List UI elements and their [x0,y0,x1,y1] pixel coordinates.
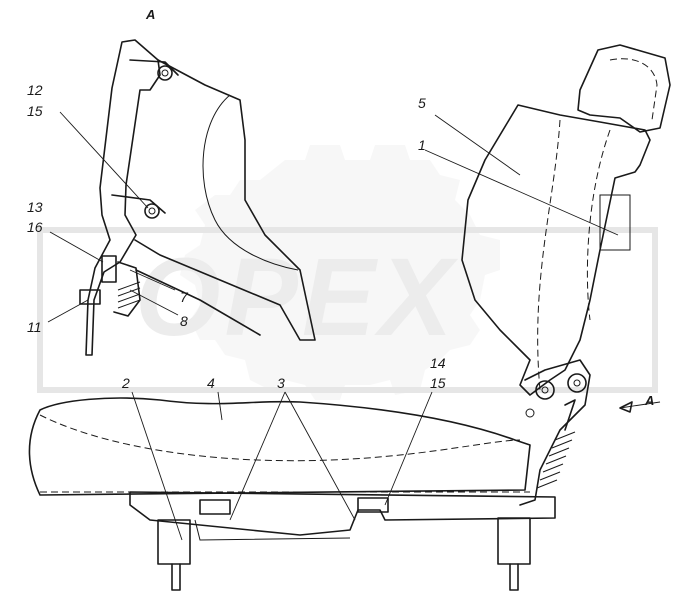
callout-4: 4 [207,375,215,391]
callout-7: 7 [180,289,189,305]
callout-3: 3 [277,375,285,391]
callout-14: 14 [430,355,446,371]
callout-1: 1 [418,137,426,153]
detail-view-a [79,39,316,356]
watermark-logo: OPEX [37,145,658,400]
callout-13: 13 [27,199,43,215]
watermark-text: OPEX [135,236,458,359]
callout-16: 16 [27,219,43,235]
callout-15-right: 15 [430,375,446,391]
callout-15-left: 15 [27,103,43,119]
seat-main-view [28,44,671,591]
view-marker-right: A [644,393,654,408]
callout-2: 2 [121,375,130,391]
callout-12: 12 [27,82,43,98]
callout-11: 11 [27,319,42,335]
view-marker-top: A [145,7,155,22]
callout-5: 5 [418,95,426,111]
leader-lines [47,111,661,541]
callout-8: 8 [180,313,188,329]
